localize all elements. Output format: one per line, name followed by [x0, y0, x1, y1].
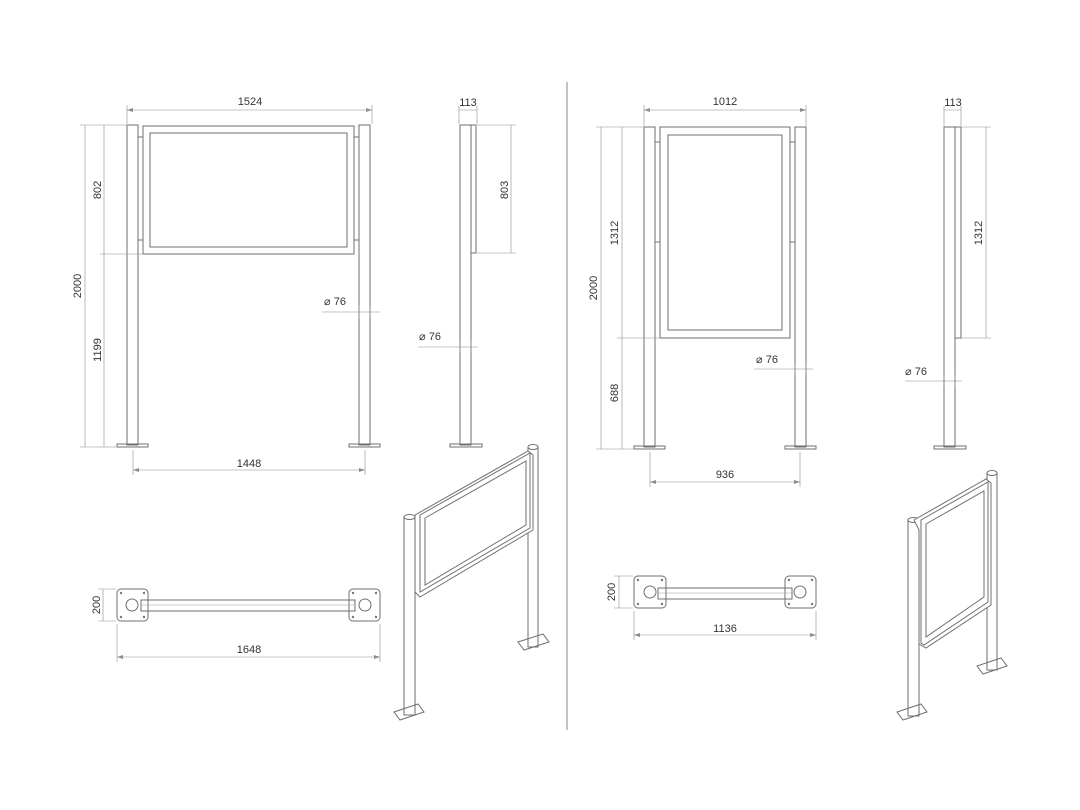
- dim-landscape-total-height: 2000: [72, 274, 84, 298]
- panel-frame: [659, 126, 791, 339]
- dim-portrait-side-post-diameter: ⌀ 76: [905, 366, 927, 378]
- dim-portrait-leg-height: 688: [609, 384, 621, 402]
- dim-landscape-side-depth: 113: [459, 97, 477, 109]
- portrait-front-dimensions: 1012 2000 1312 688 936 ⌀ 76: [588, 96, 813, 487]
- dim-portrait-panel-height: 1312: [609, 221, 621, 245]
- portrait-isometric-view: [896, 470, 1008, 721]
- portrait-plan-view: [633, 575, 817, 609]
- dim-portrait-side-depth: 113: [944, 97, 962, 109]
- dim-landscape-plan-depth: 200: [91, 596, 103, 614]
- dim-landscape-panel-height: 802: [92, 181, 104, 199]
- left-bracket: [137, 136, 144, 241]
- landscape-front-view: [116, 124, 381, 448]
- side-post: [459, 124, 472, 446]
- right-post: [794, 126, 807, 448]
- portrait-plan-dimensions: 200 1136: [606, 575, 817, 640]
- landscape-isometric-view: [393, 444, 550, 721]
- landscape-side-view: [449, 124, 483, 448]
- left-post: [126, 124, 139, 446]
- dim-portrait-total-height: 2000: [588, 276, 600, 300]
- left-bracket: [654, 141, 661, 243]
- panel-display: [149, 132, 348, 248]
- landscape-plan-dimensions: 200 1648: [91, 588, 381, 662]
- side-base-plate: [449, 443, 483, 448]
- dim-landscape-post-spacing: 1448: [237, 458, 261, 470]
- portrait-side-dimensions: 113 1312 ⌀ 76: [905, 97, 991, 387]
- right-post: [358, 124, 371, 446]
- side-panel: [470, 124, 477, 254]
- dim-portrait-plan-depth: 200: [606, 583, 618, 601]
- portrait-front-view: [633, 126, 817, 450]
- panel-frame: [142, 125, 355, 255]
- plan-panel-top: [140, 599, 356, 612]
- dim-landscape-side-panel-height: 803: [499, 181, 511, 199]
- left-base-plate: [116, 443, 149, 448]
- landscape-plan-view: [116, 588, 381, 622]
- portrait-side-view: [933, 126, 967, 450]
- dim-portrait-side-panel-height: 1312: [973, 221, 985, 245]
- dim-landscape-width: 1524: [238, 96, 262, 108]
- dim-portrait-post-diameter: ⌀ 76: [756, 354, 778, 366]
- dim-landscape-post-diameter: ⌀ 76: [324, 296, 346, 308]
- right-bracket: [789, 141, 796, 243]
- right-base-plate: [784, 445, 817, 450]
- dim-landscape-plan-width: 1648: [237, 644, 261, 656]
- dim-portrait-width: 1012: [713, 96, 737, 108]
- dim-landscape-leg-height: 1199: [92, 338, 104, 362]
- panel-display: [667, 134, 783, 331]
- dim-portrait-plan-width: 1136: [713, 623, 737, 635]
- landscape-front-dimensions: 1524 2000 802 1199 1448 ⌀ 76: [72, 96, 380, 475]
- dim-portrait-post-spacing: 936: [716, 469, 734, 481]
- dim-landscape-side-post-diameter: ⌀ 76: [419, 331, 441, 343]
- left-base-plate: [633, 445, 666, 450]
- landscape-side-dimensions: 113 803 ⌀ 76: [418, 97, 516, 353]
- left-post: [643, 126, 656, 448]
- right-base-plate: [348, 443, 381, 448]
- right-bracket: [353, 136, 360, 241]
